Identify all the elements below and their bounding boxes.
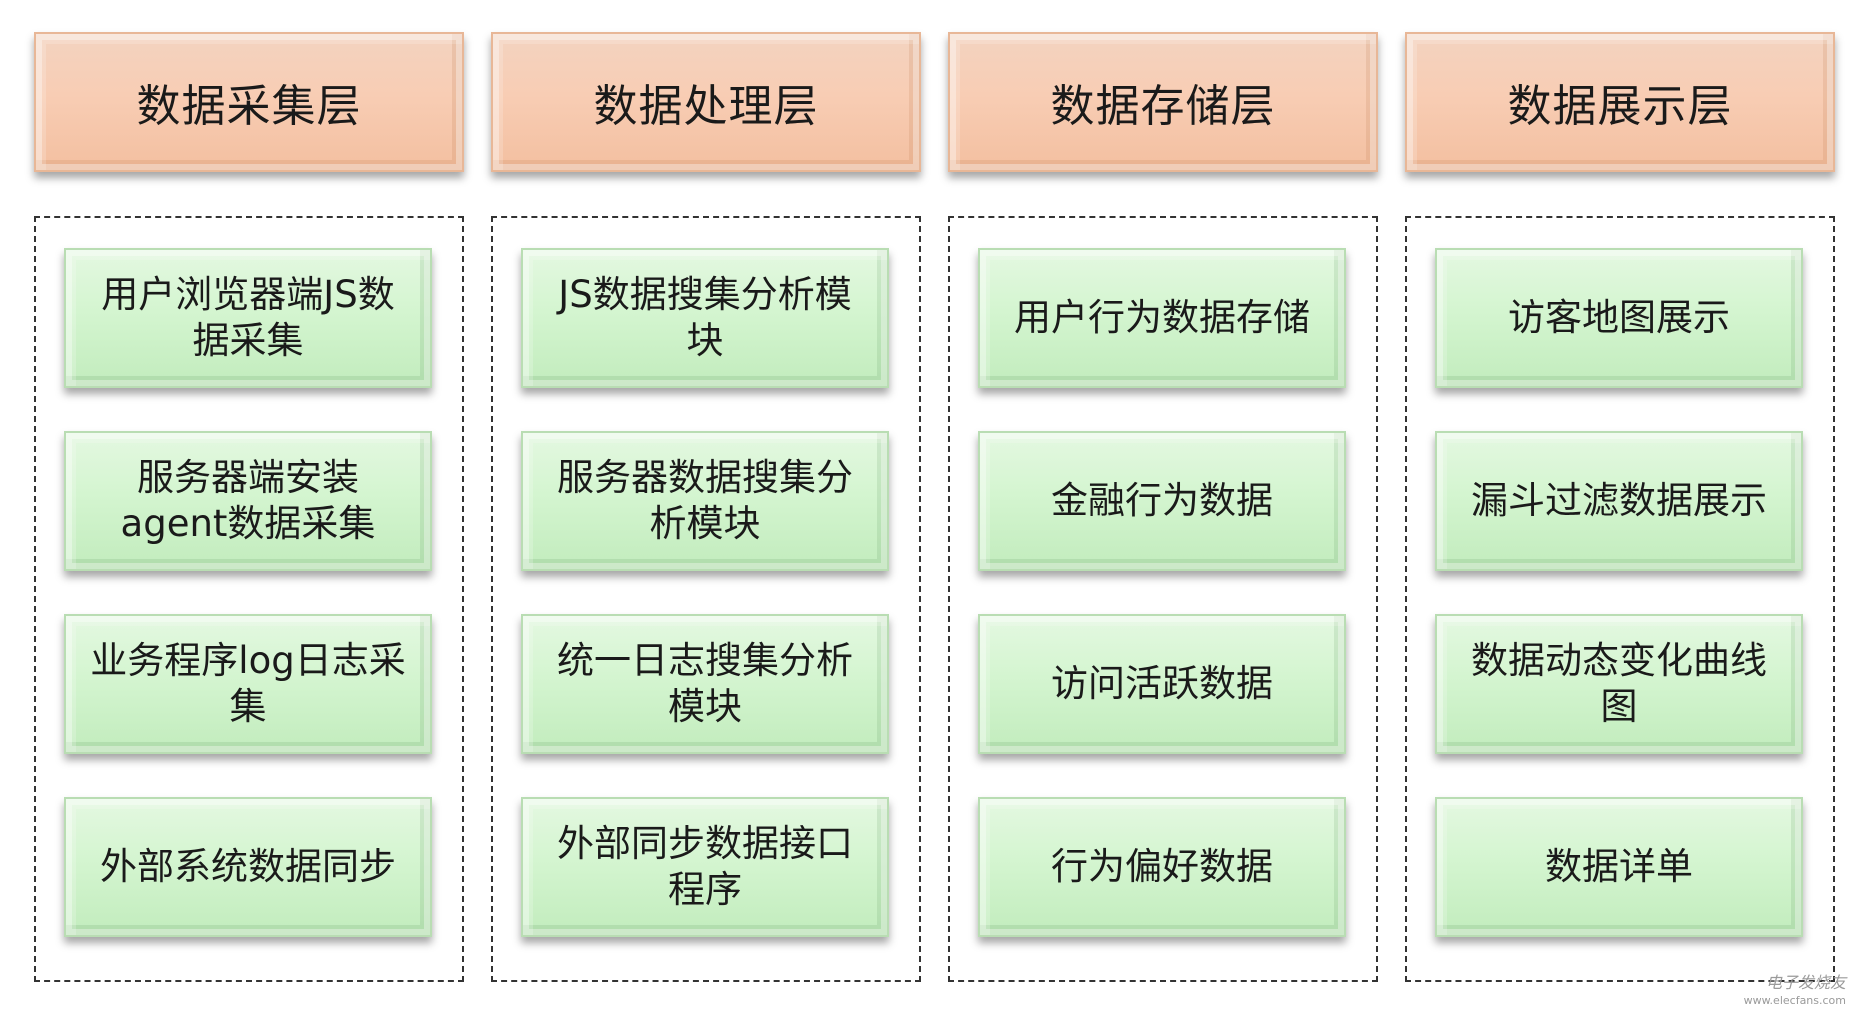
column-data-display: 数据展示层 访客地图展示 漏斗过滤数据展示 数据动态变化曲线图 数据详单 [1405, 0, 1835, 1014]
module-label: 访问活跃数据 [1051, 662, 1273, 705]
header-label: 数据处理层 [593, 81, 819, 132]
module-behavior-preference-data: 行为偏好数据 [978, 797, 1346, 937]
module-access-activity-data: 访问活跃数据 [978, 614, 1346, 754]
module-label: 用户浏览器端JS数据采集 [101, 273, 395, 362]
module-label: 外部同步数据接口程序 [557, 822, 853, 911]
module-user-behavior-storage: 用户行为数据存储 [978, 248, 1346, 388]
group-data-processing [491, 216, 921, 982]
module-label: 服务器数据搜集分析模块 [557, 456, 853, 545]
module-visitor-map: 访客地图展示 [1435, 248, 1803, 388]
module-label: 统一日志搜集分析模块 [557, 639, 853, 728]
column-data-processing: 数据处理层 JS数据搜集分析模块 服务器数据搜集分析模块 统一日志搜集分析模块 … [491, 0, 921, 1014]
module-label: 访客地图展示 [1508, 296, 1730, 339]
module-unified-log-analysis: 统一日志搜集分析模块 [521, 614, 889, 754]
module-label: 金融行为数据 [1051, 479, 1273, 522]
module-external-sync-interface: 外部同步数据接口程序 [521, 797, 889, 937]
module-dynamic-curve-chart: 数据动态变化曲线图 [1435, 614, 1803, 754]
module-label: 数据动态变化曲线图 [1471, 639, 1767, 728]
header-label: 数据采集层 [136, 81, 362, 132]
module-external-system-sync: 外部系统数据同步 [64, 797, 432, 937]
module-label: 用户行为数据存储 [1014, 296, 1310, 339]
module-label: 漏斗过滤数据展示 [1471, 479, 1767, 522]
module-label: 行为偏好数据 [1051, 845, 1273, 888]
module-label: 数据详单 [1545, 845, 1693, 888]
watermark-url: www.elecfans.com [1743, 994, 1846, 1007]
module-data-detail-list: 数据详单 [1435, 797, 1803, 937]
module-business-log-collection: 业务程序log日志采集 [64, 614, 432, 754]
module-browser-js-collection: 用户浏览器端JS数据采集 [64, 248, 432, 388]
group-data-collection [34, 216, 464, 982]
module-js-analysis: JS数据搜集分析模块 [521, 248, 889, 388]
group-data-storage [948, 216, 1378, 982]
module-financial-behavior-data: 金融行为数据 [978, 431, 1346, 571]
watermark-logo: 电子发烧友 www.elecfans.com [1744, 974, 1846, 1010]
header-data-storage-layer: 数据存储层 [948, 32, 1378, 172]
module-funnel-filter-display: 漏斗过滤数据展示 [1435, 431, 1803, 571]
group-data-display [1405, 216, 1835, 982]
module-label: JS数据搜集分析模块 [558, 273, 852, 362]
header-data-processing-layer: 数据处理层 [491, 32, 921, 172]
column-data-collection: 数据采集层 用户浏览器端JS数据采集 服务器端安装agent数据采集 业务程序l… [34, 0, 464, 1014]
header-label: 数据展示层 [1507, 81, 1733, 132]
module-server-agent-collection: 服务器端安装agent数据采集 [64, 431, 432, 571]
module-label: 业务程序log日志采集 [90, 639, 406, 728]
module-label: 外部系统数据同步 [100, 845, 396, 888]
column-data-storage: 数据存储层 用户行为数据存储 金融行为数据 访问活跃数据 行为偏好数据 [948, 0, 1378, 1014]
watermark-brand: 电子发烧友 [1765, 973, 1846, 992]
header-data-collection-layer: 数据采集层 [34, 32, 464, 172]
module-label: 服务器端安装agent数据采集 [120, 456, 376, 545]
module-server-analysis: 服务器数据搜集分析模块 [521, 431, 889, 571]
header-label: 数据存储层 [1050, 81, 1276, 132]
header-data-display-layer: 数据展示层 [1405, 32, 1835, 172]
